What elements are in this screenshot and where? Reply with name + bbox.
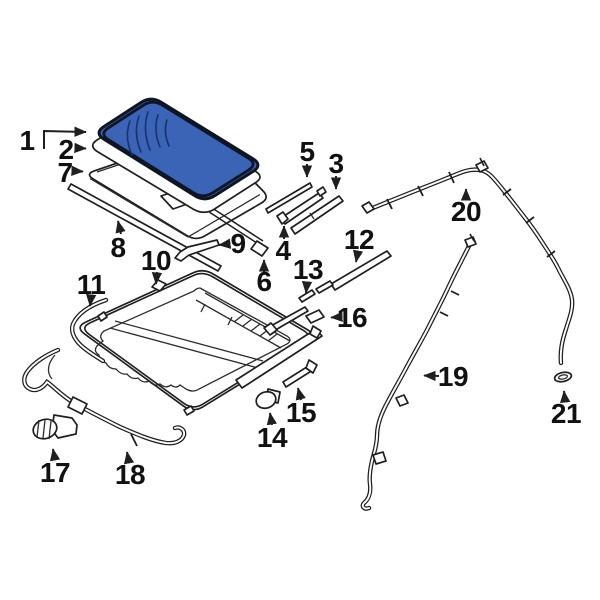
callout-label-19: 19 — [438, 361, 468, 392]
callout-label-18: 18 — [115, 459, 145, 490]
callout-8-arrow — [115, 220, 126, 235]
callout-13-arrow — [301, 280, 313, 294]
callout-12-arrow — [352, 249, 364, 263]
callout-label-3: 3 — [328, 148, 343, 179]
part-3-rail — [290, 195, 344, 235]
part-10-frame-assembly — [79, 269, 323, 416]
part-18-drive-cable — [22, 347, 187, 447]
callout-label-6: 6 — [256, 266, 271, 297]
callout-labels: 1 2 3 4 5 6 7 8 9 10 11 12 13 14 15 16 1… — [19, 125, 581, 490]
callout-label-14: 14 — [257, 422, 288, 453]
callout-14-arrow — [266, 412, 278, 426]
callout-label-12: 12 — [344, 224, 374, 255]
part-21-grommet — [553, 371, 573, 383]
callout-label-9: 9 — [230, 228, 245, 259]
callout-label-20: 20 — [451, 196, 481, 227]
part-6-guide-rail — [202, 203, 269, 257]
part-11-corner-rail — [69, 297, 109, 364]
callout-11-arrow — [85, 293, 97, 307]
part-8-strip — [67, 183, 222, 272]
callout-label-2: 2 — [58, 134, 73, 165]
callout-label-11: 11 — [77, 269, 106, 300]
cable-guide-connector — [67, 396, 88, 415]
part-15-strip — [282, 359, 318, 388]
part-9-bracket — [174, 239, 220, 262]
part-4-rail — [276, 186, 327, 225]
callout-7-arrow — [71, 165, 84, 176]
callout-label-4: 4 — [275, 235, 291, 266]
callout-label-15: 15 — [286, 397, 316, 428]
part-5-strip — [265, 182, 313, 214]
callout-label-8: 8 — [110, 232, 125, 263]
glass-reflection-lines — [126, 111, 170, 156]
part-19-drain-tube — [360, 233, 477, 511]
callout-16-arrow — [330, 311, 343, 323]
part-16-clip — [305, 309, 325, 324]
callout-arrows — [43, 126, 571, 465]
callout-17-arrow — [49, 448, 61, 462]
callout-label-17: 17 — [40, 457, 70, 488]
part-1-glass-panel — [97, 97, 260, 201]
callout-1-bracket-arrow — [43, 126, 87, 149]
callout-label-10: 10 — [141, 245, 171, 276]
callout-label-5: 5 — [299, 136, 314, 167]
callout-label-1: 1 — [19, 125, 34, 156]
tube-clips — [386, 171, 556, 258]
callout-2-arrow — [74, 142, 87, 154]
callout-label-7: 7 — [57, 157, 72, 188]
frame-side-track — [235, 328, 323, 389]
part-13-rail-segments — [263, 280, 334, 336]
part-14-bumper — [255, 388, 281, 410]
callout-9-arrow — [218, 238, 232, 249]
callout-21-arrow — [559, 390, 571, 404]
callout-label-13: 13 — [293, 254, 323, 285]
part-17-motor — [32, 414, 78, 440]
part-20-drain-tube — [361, 157, 575, 366]
frame-opening — [94, 287, 291, 392]
tube-clips — [439, 290, 460, 317]
callout-15-arrow — [295, 387, 306, 401]
part-12-rail — [330, 250, 392, 291]
callout-10-arrow — [151, 271, 163, 285]
callout-19-arrow — [423, 370, 440, 382]
callout-label-16: 16 — [337, 302, 367, 333]
callout-18-arrow — [123, 451, 135, 465]
callout-label-21: 21 — [551, 398, 581, 429]
